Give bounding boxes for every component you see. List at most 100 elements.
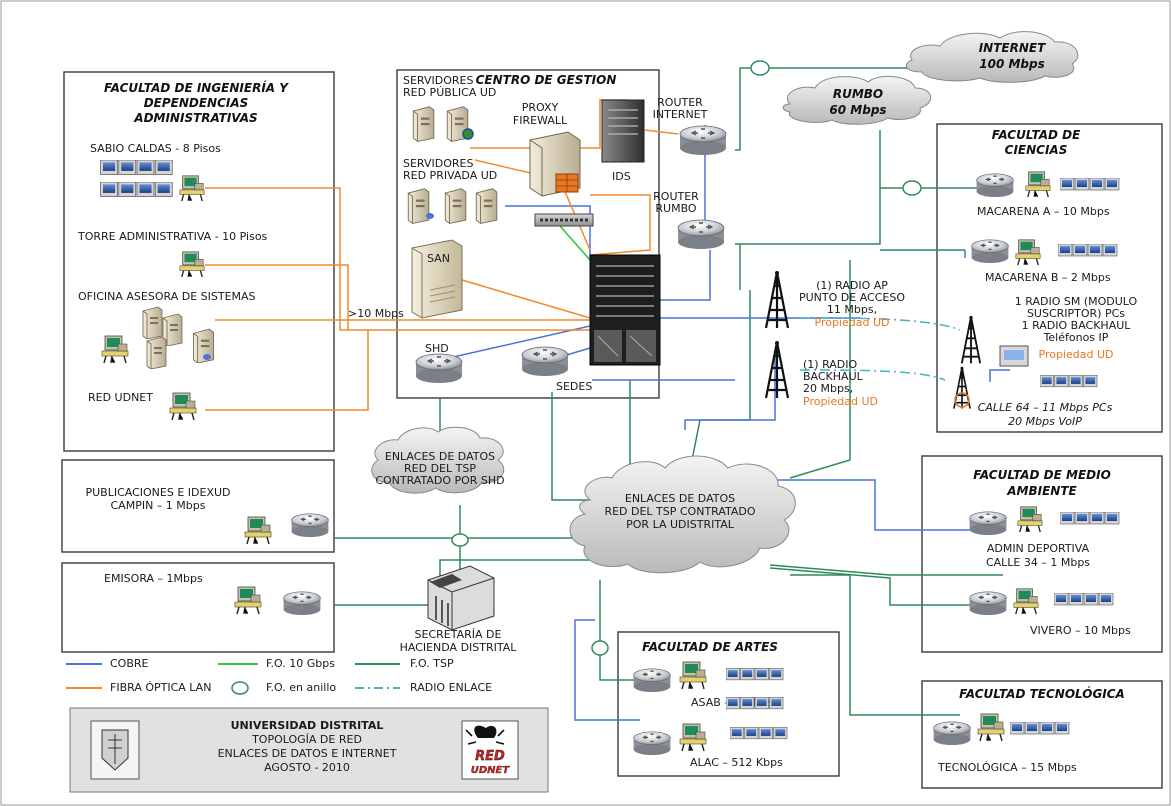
radio-tower-icon (764, 340, 790, 400)
sm-owner: Propiedad UD (1039, 348, 1114, 361)
legend: COBRE FIBRA ÓPTICA LAN F.O. 10 Gbps F.O.… (66, 657, 492, 695)
radio-backhaul-line3: 20 Mbps, (803, 382, 853, 395)
router-shd (415, 353, 463, 384)
private-server-2 (444, 188, 467, 224)
proxy-firewall-server (529, 131, 581, 197)
artes-title: FACULTAD DE ARTES (642, 640, 778, 654)
router-internet (679, 125, 727, 156)
macarena-a-label: MACARENA A – 10 Mbps (977, 205, 1110, 218)
legend-anillo: F.O. en anillo (266, 681, 336, 694)
section-medio-ambiente: FACULTAD DE MEDIO AMBIENTE ADMIN DEPORTI… (968, 468, 1131, 637)
radio-ap-line3: 11 Mbps, (827, 303, 877, 316)
proxy-label-1: PROXY (522, 101, 559, 114)
admin-router (968, 511, 1008, 536)
shd-cloud-line3: CONTRATADO POR SHD (375, 474, 504, 487)
logo-text-1: RED (475, 749, 505, 764)
ciencias-title-2: CIENCIAS (1005, 143, 1068, 157)
legend-fo10: F.O. 10 Gbps (266, 657, 335, 670)
radio-ap-owner: Propiedad UD (815, 316, 890, 329)
rumbo-speed: 60 Mbps (829, 103, 886, 117)
calle64-line2: 20 Mbps VoIP (1008, 415, 1082, 428)
torre-label: TORRE ADMINISTRATIVA - 10 Pisos (77, 230, 268, 243)
servidores-publica-2: RED PÚBLICA UD (403, 86, 496, 99)
macarena-b-router (970, 239, 1010, 264)
legend-cobre: COBRE (110, 657, 149, 670)
asab-router (632, 668, 672, 693)
red-udnet-logo: RED UDNET (461, 720, 519, 780)
servidores-privada-2: RED PRIVADA UD (403, 169, 497, 182)
building-icon (427, 565, 495, 631)
radio-backhaul-line1: (1) RADIO (803, 358, 858, 371)
sedes-label: SEDES (556, 380, 592, 393)
macarena-b-label: MACARENA B – 2 Mbps (985, 271, 1111, 284)
shd-label: SHD (425, 342, 449, 355)
tecnologica-title: FACULTAD TECNOLÓGICA (959, 686, 1125, 701)
internet-label: INTERNET (979, 41, 1046, 55)
shd-cloud-line1: ENLACES DE DATOS (385, 450, 495, 463)
sm-line1: 1 RADIO SM (MODULO (1015, 295, 1138, 308)
hacienda-line1: SECRETARÍA DE (415, 628, 502, 641)
admin-line1: ADMIN DEPORTIVA (987, 542, 1090, 555)
servidores-publica-1: SERVIDORES (403, 74, 473, 87)
udnet-label: RED UDNET (88, 391, 153, 404)
university-seal-icon (90, 720, 140, 780)
links-fo-10g (559, 225, 591, 261)
footer-line1: TOPOLOGÍA DE RED (251, 733, 362, 746)
sm-line4: Teléfonos IP (1043, 331, 1109, 344)
emisora-router (282, 591, 322, 616)
section-tecnologica: FACULTAD TECNOLÓGICA TECNOLÓGICA – 15 Mb… (932, 686, 1125, 774)
footer-line3: AGOSTO - 2010 (264, 761, 350, 774)
switch-device (534, 213, 594, 227)
rumbo-label: RUMBO (833, 87, 883, 101)
ud-cloud-line2: RED DEL TSP CONTRATADO (604, 505, 755, 518)
radio-ap-line1: (1) RADIO AP (816, 279, 888, 292)
footer: UNIVERSIDAD DISTRITAL TOPOLOGÍA DE RED E… (90, 719, 519, 780)
radio-backhaul: (1) RADIO BACKHAUL 20 Mbps, Propiedad UD (764, 340, 878, 408)
links-copper (439, 125, 1010, 721)
router-internet-label-1: ROUTER (657, 96, 703, 109)
servidores-privada-1: SERVIDORES (403, 157, 473, 170)
cloud-rumbo: RUMBO 60 Mbps (782, 75, 932, 125)
radio-ap: (1) RADIO AP PUNTO DE ACCESO 11 Mbps, Pr… (764, 270, 905, 330)
globe-icon (462, 128, 474, 140)
radio-backhaul-line2: BACKHAUL (803, 370, 864, 383)
shd-cloud-line2: RED DEL TSP (404, 462, 476, 475)
section-centro-gestion: CENTRO DE GESTION SERVIDORES RED PÚBLICA… (403, 73, 727, 393)
private-server-3 (475, 188, 498, 224)
ingenieria-title-3: ADMINISTRATIVAS (133, 111, 257, 125)
cloud-internet: INTERNET 100 Mbps (905, 31, 1079, 83)
tecnologica-label: TECNOLÓGICA – 15 Mbps (937, 761, 1077, 774)
footer-title: UNIVERSIDAD DISTRITAL (231, 719, 384, 732)
oficina-server-1 (142, 306, 163, 339)
database-icon (203, 354, 211, 360)
public-server-1 (412, 106, 435, 142)
calle64-switch (999, 345, 1029, 367)
emisora-label: EMISORA – 1Mbps (104, 572, 203, 585)
sm-line2: SUSCRIPTOR) PCs (1027, 307, 1125, 320)
sm-line3: 1 RADIO BACKHAUL (1022, 319, 1132, 332)
ids-appliance (601, 99, 645, 163)
database-icon (426, 213, 434, 219)
radio-backhaul-owner: Propiedad UD (803, 395, 878, 408)
legend-tsp: F.O. TSP (410, 657, 454, 670)
radio-marker-icon (954, 392, 970, 408)
alac-router (632, 731, 672, 756)
box-medio-ambiente (921, 455, 1163, 653)
radio-tower-icon (764, 270, 790, 330)
ids-label: IDS (612, 170, 631, 183)
section-emisora: EMISORA – 1Mbps (104, 572, 322, 616)
section-publicaciones: PUBLICACIONES E IDEXUD CAMPIN – 1 Mbps (85, 486, 330, 545)
hacienda-line2: HACIENDA DISTRITAL (400, 641, 518, 654)
ingenieria-title-1: FACULTAD DE INGENIERÍA Y (104, 80, 289, 95)
vivero-label: VIVERO – 10 Mbps (1030, 624, 1131, 637)
section-artes: FACULTAD DE ARTES ASAB – 5 Mbps ALAC – 5… (632, 640, 788, 769)
radio-ap-line2: PUNTO DE ACCESO (799, 291, 905, 304)
sabio-caldas-label: SABIO CALDAS - 8 Pisos (90, 142, 221, 155)
alac-label: ALAC – 512 Kbps (690, 756, 783, 769)
router-internet-label-2: INTERNET (653, 108, 708, 121)
section-hacienda: SECRETARÍA DE HACIENDA DISTRITAL (400, 565, 518, 654)
ambiente-title-2: AMBIENTE (1006, 484, 1077, 498)
cloud-udistrital: ENLACES DE DATOS RED DEL TSP CONTRATADO … (569, 455, 796, 574)
